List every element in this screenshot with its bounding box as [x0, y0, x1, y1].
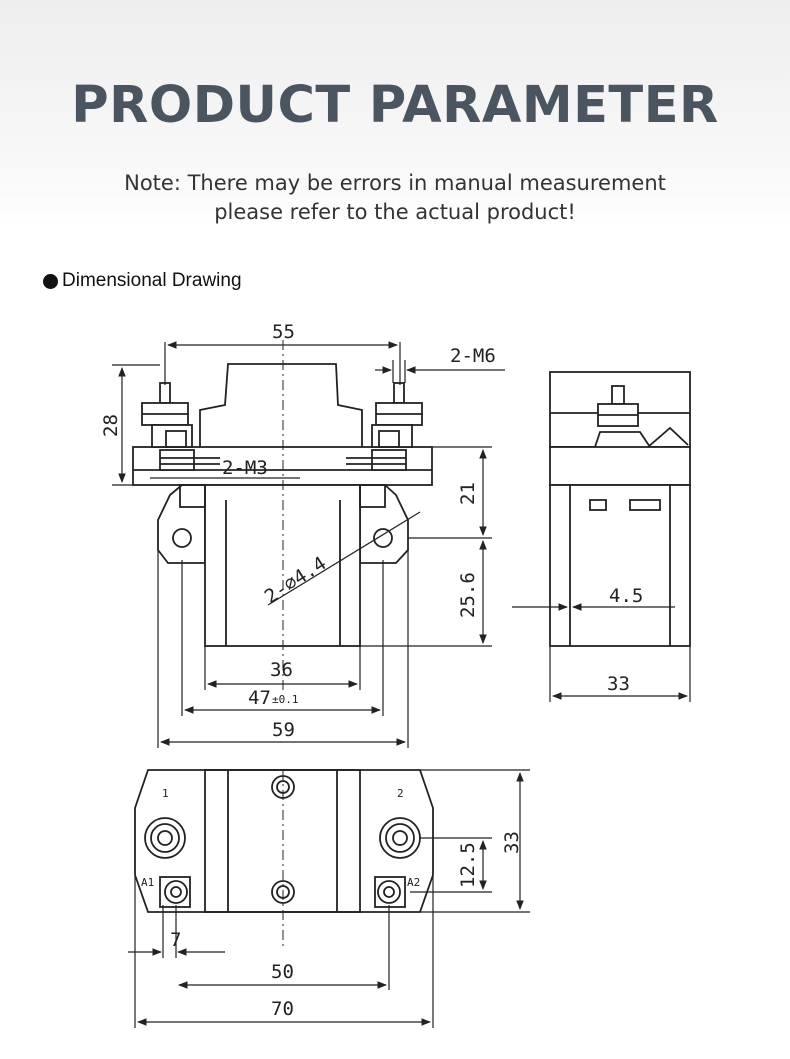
dim-height-top: 28 [100, 414, 122, 437]
note-line-2: please refer to the actual product! [214, 200, 576, 224]
side-view [512, 371, 691, 702]
dim-height-low: 25.6 [457, 572, 479, 618]
dim-hole-pitch-tolerance: ±0.1 [272, 693, 299, 706]
section-label: Dimensional Drawing [62, 270, 242, 291]
dim-terminal-pitch: 50 [271, 961, 294, 983]
terminal-2-label: 2 [397, 787, 404, 800]
dim-top-depth: 33 [501, 831, 523, 854]
top-view [128, 769, 530, 1028]
dim-side-depth: 33 [607, 673, 630, 695]
terminal-1-label: 1 [162, 787, 169, 800]
dim-overall-width: 59 [272, 719, 295, 741]
bullet-icon [43, 273, 58, 289]
dim-coil-edge: 7 [170, 929, 181, 951]
dim-terminal-thread: 2-M6 [450, 345, 496, 367]
dim-side-offset: 4.5 [609, 585, 643, 607]
section-heading: Dimensional Drawing [43, 270, 242, 292]
front-view [112, 340, 505, 748]
coil-a2-label: A2 [407, 876, 420, 889]
dim-top-overall-width: 70 [271, 998, 294, 1020]
dim-height-mid: 21 [457, 482, 479, 505]
coil-a1-label: A1 [141, 876, 154, 889]
dim-hole-pitch: 47 [248, 687, 271, 709]
dim-coil-offset: 12.5 [457, 842, 479, 888]
dim-body-width: 36 [270, 659, 293, 681]
page-title: PRODUCT PARAMETER [71, 76, 719, 135]
dim-width-top: 55 [272, 321, 295, 343]
dim-aux-thread: 2-M3 [222, 457, 268, 479]
header-banner: PRODUCT PARAMETER Note: There may be err… [0, 0, 790, 225]
note-line-1: Note: There may be errors in manual meas… [124, 171, 666, 195]
